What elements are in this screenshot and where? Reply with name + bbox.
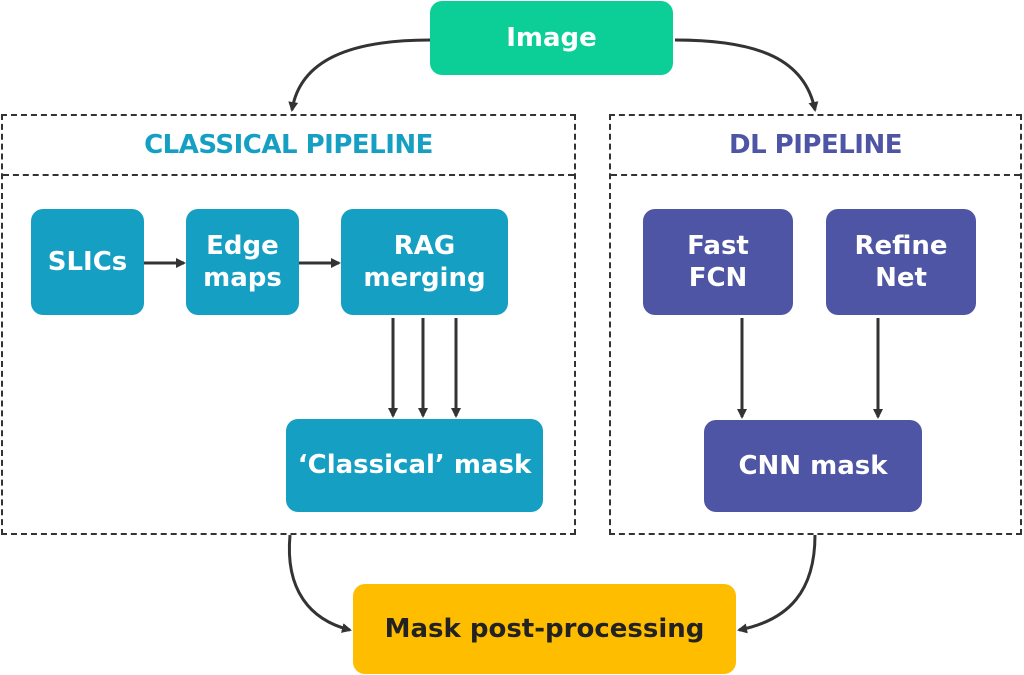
rag-merging-node: RAG merging — [341, 209, 508, 315]
dl-pipeline-panel: DL PIPELINE — [609, 114, 1022, 535]
image-node: Image — [430, 1, 673, 75]
slics-node: SLICs — [31, 209, 144, 315]
cnn-mask-node: CNN mask — [704, 420, 922, 512]
fast-fcn-node: Fast FCN — [643, 209, 793, 315]
classical-pipeline-panel: CLASSICAL PIPELINE — [1, 114, 576, 535]
classical-mask-node: ‘Classical’ mask — [286, 419, 543, 512]
classical-pipeline-title: CLASSICAL PIPELINE — [3, 116, 574, 176]
edge-maps-node: Edge maps — [186, 209, 299, 315]
dl-pipeline-title: DL PIPELINE — [611, 116, 1020, 176]
arrow-image-to-classical — [288, 38, 431, 112]
arrow-dl-to-post-processing — [737, 534, 817, 634]
mask-post-processing-node: Mask post-processing — [353, 584, 736, 674]
refine-net-node: Refine Net — [826, 209, 976, 315]
arrow-image-to-dl — [674, 38, 819, 112]
arrow-classical-to-post-processing — [287, 534, 352, 633]
